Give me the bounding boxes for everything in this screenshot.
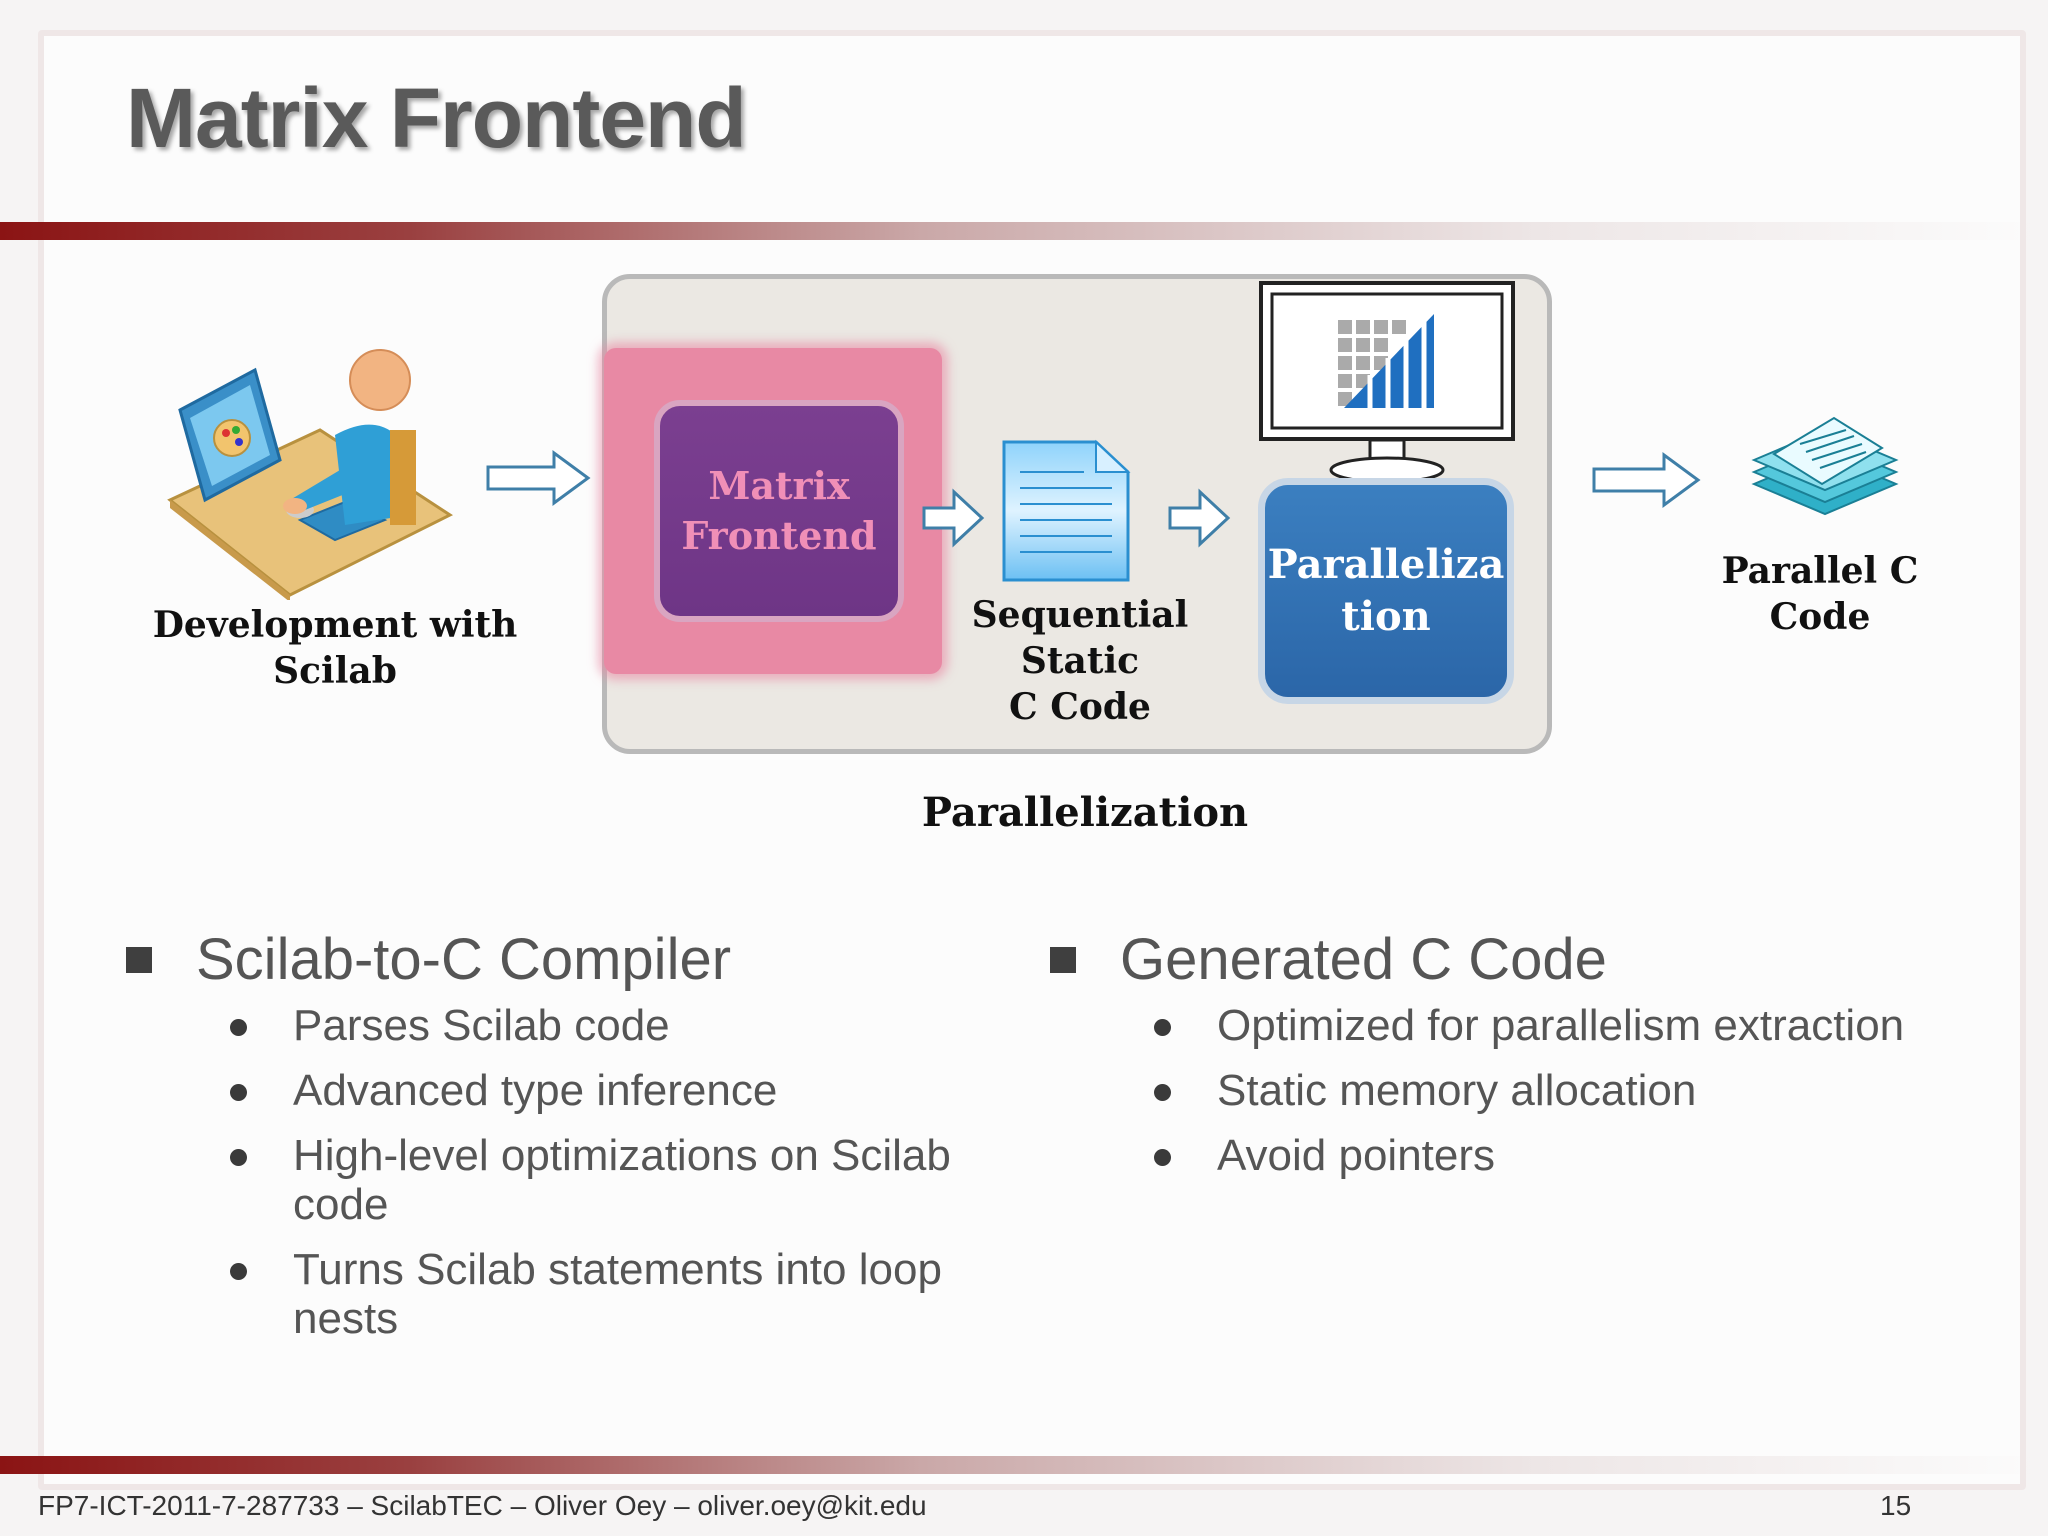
dot-bullet-icon: [1154, 1019, 1171, 1036]
square-bullet-icon: [126, 946, 152, 973]
title-divider: [0, 222, 2048, 240]
dot-bullet-icon: [1154, 1149, 1171, 1166]
dot-bullet-icon: [230, 1084, 247, 1101]
stacked-documents-icon: [1751, 416, 1899, 516]
right-bullet-column: Generated C Code Optimized for paralleli…: [1050, 926, 1950, 1196]
footer-text: FP7-ICT-2011-7-287733 – ScilabTEC – Oliv…: [38, 1490, 927, 1521]
developer-at-computer-icon: [167, 349, 454, 600]
list-item: Turns Scilab statements into loop nests: [230, 1245, 1026, 1343]
sequential-code-label: Sequential Static C Code: [971, 594, 1189, 728]
slide-title: Matrix Frontend: [126, 71, 747, 165]
main-bullet: Generated C Code: [1050, 926, 1950, 993]
dot-bullet-icon: [230, 1019, 247, 1036]
dot-bullet-icon: [230, 1263, 247, 1280]
page-number: 15: [1880, 1490, 1912, 1521]
flow-arrow: [1592, 452, 1701, 508]
left-bullet-column: Scilab-to-C Compiler Parses Scilab code …: [126, 926, 1026, 1359]
sub-bullet-list: Optimized for parallelism extraction Sta…: [1050, 1001, 1950, 1180]
main-bullet-text: Scilab-to-C Compiler: [196, 927, 732, 992]
square-bullet-icon: [1050, 946, 1076, 973]
flow-arrow: [1168, 488, 1231, 548]
parallel-code-label: Parallel C Code: [1721, 550, 1919, 638]
monitor-chart-icon: [1259, 281, 1515, 484]
parallelization-box-label: Paralleliza tion: [1267, 541, 1505, 640]
list-item: High-level optimizations on Scilab code: [230, 1131, 1026, 1229]
dev-label: Development with Scilab: [152, 604, 518, 692]
slide-frame: [38, 30, 2026, 1490]
dot-bullet-icon: [1154, 1084, 1171, 1101]
dot-bullet-icon: [230, 1149, 247, 1166]
main-bullet: Scilab-to-C Compiler: [126, 926, 1026, 993]
group-label: Parallelization: [921, 789, 1249, 836]
document-icon: [1002, 439, 1131, 582]
flow-arrow: [922, 488, 985, 548]
main-bullet-text: Generated C Code: [1120, 927, 1607, 992]
flow-arrow: [486, 450, 591, 506]
list-item: Avoid pointers: [1154, 1131, 1950, 1180]
matrix-frontend-box: Matrix Frontend: [654, 400, 904, 622]
flow-diagram: Development with Scilab Matrix Frontend …: [152, 274, 1919, 836]
sub-bullet-list: Parses Scilab code Advanced type inferen…: [126, 1001, 1026, 1343]
footer-divider: [0, 1456, 2048, 1474]
parallelization-box: Paralleliza tion: [1258, 478, 1514, 704]
list-item: Advanced type inference: [230, 1066, 1026, 1115]
matrix-frontend-label: Matrix Frontend: [681, 463, 877, 558]
list-item: Optimized for parallelism extraction: [1154, 1001, 1950, 1050]
list-item: Parses Scilab code: [230, 1001, 1026, 1050]
list-item: Static memory allocation: [1154, 1066, 1950, 1115]
